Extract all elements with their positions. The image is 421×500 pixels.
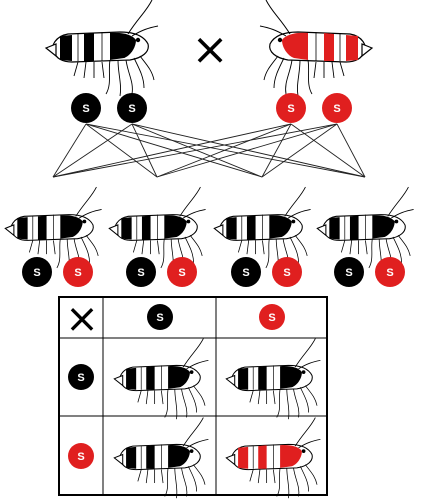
punnett-border	[58, 296, 328, 496]
f1-shrimp	[213, 186, 312, 271]
inheritance-line	[52, 123, 338, 178]
allele-label: S	[178, 267, 185, 279]
allele-label: S	[128, 103, 135, 115]
allele-label: S	[137, 267, 144, 279]
black-parent-allele: S	[71, 93, 101, 123]
red-parent-allele: S	[322, 93, 352, 123]
inheritance-line	[156, 123, 338, 178]
allele-label: S	[77, 451, 84, 463]
red-parent-shrimp	[259, 0, 373, 97]
inheritance-line	[336, 123, 366, 178]
f1-shrimp	[108, 186, 207, 271]
punnett-row-allele: S	[68, 443, 94, 469]
f1-allele: S	[334, 257, 364, 287]
f1-allele: S	[375, 257, 405, 287]
allele-label: S	[82, 103, 89, 115]
allele-label: S	[283, 267, 290, 279]
allele-label: S	[386, 267, 393, 279]
allele-label: S	[156, 312, 163, 324]
inheritance-line	[85, 123, 158, 178]
inheritance-line	[290, 123, 366, 178]
inheritance-line	[261, 123, 292, 178]
red-parent-allele: S	[276, 93, 306, 123]
black-parent-allele: S	[117, 93, 147, 123]
black-parent-shrimp	[45, 0, 159, 97]
allele-label: S	[287, 103, 294, 115]
f1-allele: S	[272, 257, 302, 287]
cross-symbol: ×	[192, 24, 229, 75]
offspring-shrimp	[113, 338, 209, 420]
punnett-column-allele: S	[259, 304, 285, 330]
allele-label: S	[268, 312, 275, 324]
f1-shrimp	[316, 186, 415, 271]
offspring-shrimp	[225, 417, 321, 499]
inheritance-line	[156, 123, 292, 178]
inheritance-line	[52, 123, 133, 178]
allele-label: S	[33, 267, 40, 279]
f1-shrimp	[4, 186, 103, 271]
punnett-cross-symbol: ×	[65, 296, 99, 342]
allele-label: S	[74, 267, 81, 279]
inheritance-line	[131, 123, 158, 178]
f1-allele: S	[231, 257, 261, 287]
offspring-shrimp	[225, 338, 321, 420]
f1-allele: S	[167, 257, 197, 287]
inheritance-line	[52, 123, 87, 178]
inheritance-line	[52, 123, 292, 178]
punnett-row-allele: S	[68, 364, 94, 390]
allele-label: S	[345, 267, 352, 279]
allele-label: S	[333, 103, 340, 115]
f1-allele: S	[22, 257, 52, 287]
f1-allele: S	[63, 257, 93, 287]
f1-allele: S	[126, 257, 156, 287]
punnett-column-allele: S	[147, 304, 173, 330]
offspring-shrimp	[113, 417, 209, 499]
allele-label: S	[242, 267, 249, 279]
inheritance-lines	[52, 123, 366, 178]
inheritance-line	[261, 123, 338, 178]
punnett-square: × S S S S	[58, 296, 328, 499]
allele-label: S	[77, 372, 84, 384]
inheritance-line	[85, 123, 366, 178]
